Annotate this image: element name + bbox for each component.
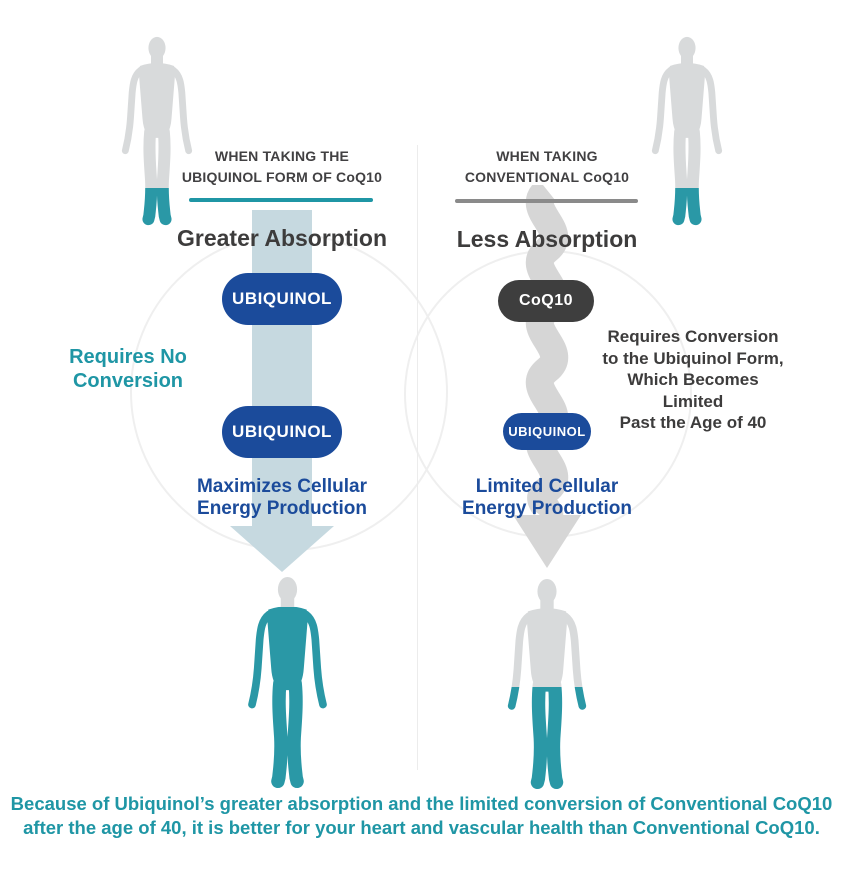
human-figure-half-absorbed [499, 578, 595, 790]
right-note-line4: Past the Age of 40 [619, 413, 767, 433]
less-absorption-title: Less Absorption [456, 226, 638, 252]
left-result-line1: Maximizes Cellular [196, 476, 368, 497]
right-header-line2: CONVENTIONAL CoQ10 [464, 169, 630, 185]
right-note-line1: Requires Conversion [607, 327, 779, 346]
right-result-line1: Limited Cellular [475, 476, 619, 497]
requires-conversion-note: Requires Conversion to the Ubiquinol For… [598, 326, 788, 434]
column-divider [417, 145, 418, 770]
requires-no-conversion-note: Requires No Conversion [38, 345, 218, 393]
blue-arrow-head [230, 526, 334, 572]
left-column-header: WHEN TAKING THE UBIQUINOL FORM OF CoQ10 [157, 146, 407, 188]
coq10-pill: CoQ10 [498, 280, 594, 322]
ubiquinol-pill-right: UBIQUINOL [503, 413, 591, 450]
right-column-header: WHEN TAKING CONVENTIONAL CoQ10 [422, 146, 672, 188]
left-note-line2: Conversion [72, 370, 184, 392]
gray-wavy-arrow [513, 185, 581, 568]
maximizes-energy-text: Maximizes Cellular Energy Production [182, 476, 382, 521]
gray-underline [455, 199, 638, 203]
right-note-line2: to the Ubiquinol Form, [602, 348, 784, 368]
right-header-line1: WHEN TAKING [496, 148, 598, 164]
left-header-line2: UBIQUINOL FORM OF CoQ10 [181, 169, 383, 185]
left-note-line1: Requires No [69, 346, 187, 368]
footer-line2: after the age of 40, it is better for yo… [23, 816, 820, 838]
footer-summary: Because of Ubiquinol’s greater absorptio… [0, 792, 843, 839]
human-figure-gray-teal-feet-left [114, 36, 200, 226]
human-figure-gray-teal-feet-right [644, 36, 730, 226]
limited-energy-text: Limited Cellular Energy Production [447, 476, 647, 521]
teal-underline [189, 198, 373, 202]
blue-arrow-shaft [252, 210, 312, 528]
right-result-line2: Energy Production [462, 498, 632, 520]
left-header-line1: WHEN TAKING THE [214, 148, 350, 164]
ubiquinol-pill-top-left: UBIQUINOL [222, 273, 342, 325]
ubiquinol-pill-bottom-left: UBIQUINOL [222, 406, 342, 458]
human-figure-fully-absorbed [239, 576, 336, 789]
footer-line1: Because of Ubiquinol’s greater absorptio… [10, 793, 833, 814]
left-result-line2: Energy Production [197, 498, 367, 520]
gray-arrow-head [513, 515, 581, 568]
right-note-line3: Which Becomes Limited [627, 370, 759, 411]
greater-absorption-title: Greater Absorption [176, 225, 387, 251]
